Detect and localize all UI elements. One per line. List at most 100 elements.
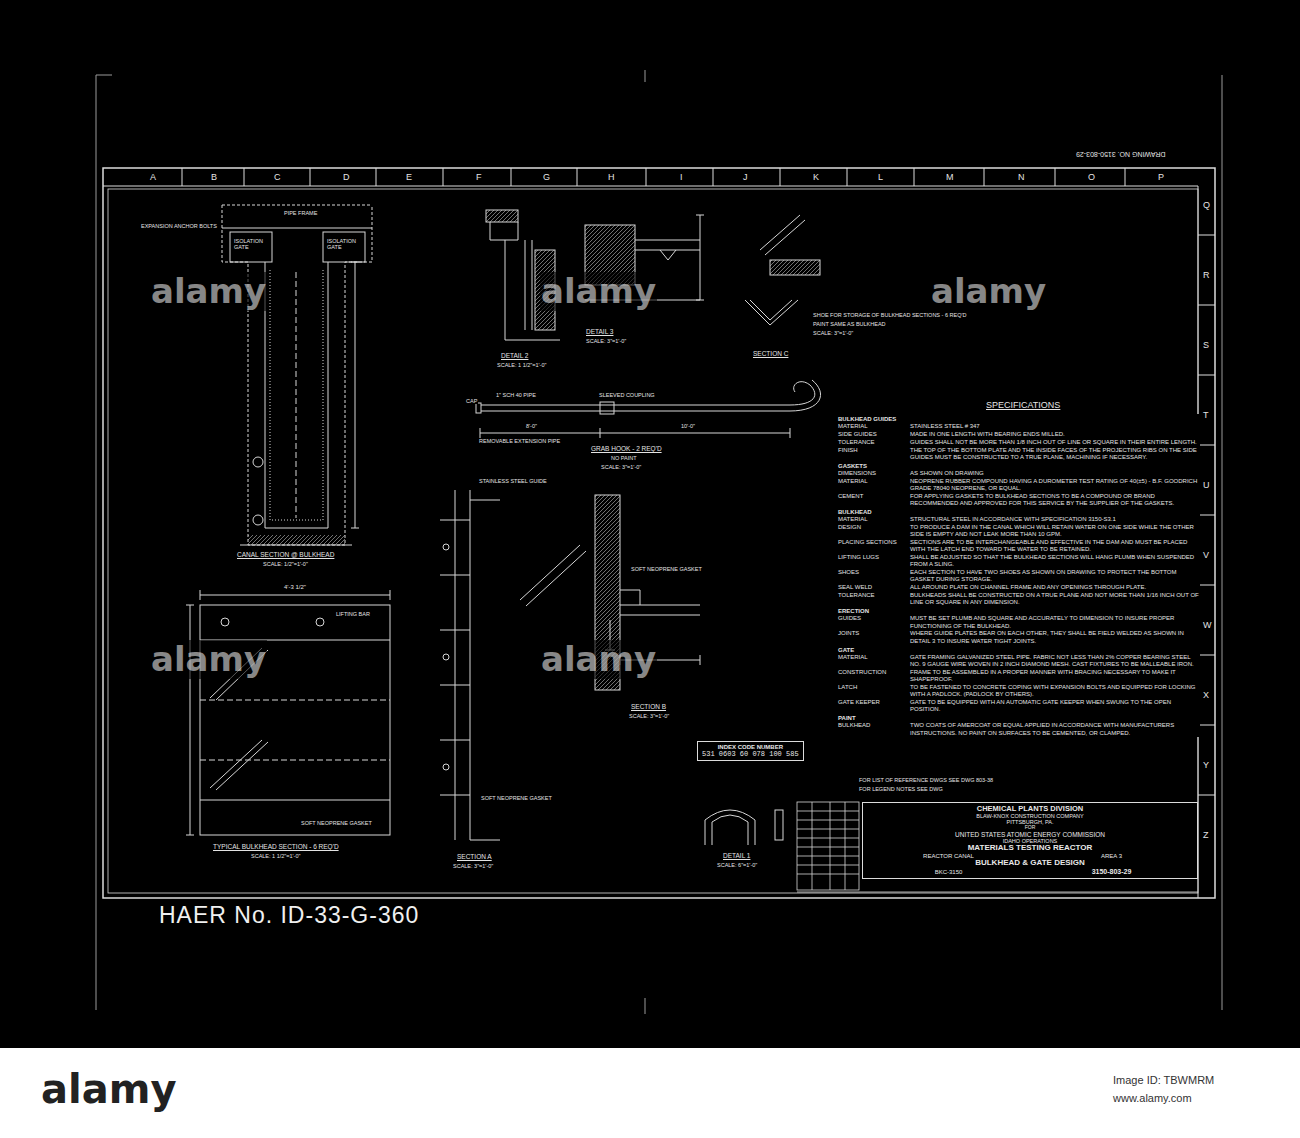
spec-key: JOINTS bbox=[838, 630, 910, 644]
grid-letter: J bbox=[742, 172, 749, 182]
grid-letter: G bbox=[542, 172, 551, 182]
bulkhead-section bbox=[186, 590, 390, 835]
callout-label: CAP bbox=[465, 398, 478, 404]
note: FOR LIST OF REFERENCE DWGS SEE DWG 803-3… bbox=[858, 777, 994, 783]
bulkhead-section bbox=[200, 800, 390, 801]
section-a-drawing bbox=[443, 764, 449, 770]
canal-section bbox=[253, 515, 263, 525]
scale-note: SCALE: 1/2"=1'-0" bbox=[262, 561, 309, 567]
bulkhead-section bbox=[316, 618, 324, 626]
grid-letter: H bbox=[607, 172, 616, 182]
section-b-drawing bbox=[620, 605, 700, 615]
title-text: UNITED STATES ATOMIC ENERGY COMMISSION bbox=[867, 831, 1193, 838]
canal-section bbox=[222, 205, 372, 545]
canal-section bbox=[222, 228, 372, 229]
credit-strip bbox=[0, 1048, 1300, 1138]
spec-text: FOR APPLYING GASKETS TO BULKHEAD SECTION… bbox=[910, 493, 1200, 507]
title-text: BLAW-KNOX CONSTRUCTION COMPANY bbox=[867, 813, 1193, 819]
scale-note: SCALE: 1 1/2"=1'-0" bbox=[250, 853, 301, 859]
bulkhead-section bbox=[200, 590, 390, 600]
spec-key: CEMENT bbox=[838, 493, 910, 507]
view-title: DETAIL 1 bbox=[722, 852, 751, 859]
spec-key: CONSTRUCTION bbox=[838, 669, 910, 683]
section-b-drawing bbox=[620, 590, 640, 605]
note: NO PAINT bbox=[610, 455, 638, 461]
spec-text: THE TOP OF THE BOTTOM PLATE AND THE INSI… bbox=[910, 447, 1200, 461]
grid-letter: U bbox=[1202, 480, 1211, 490]
grid-letter: Y bbox=[1202, 760, 1210, 770]
spec-text: WHERE GUIDE PLATES BEAR ON EACH OTHER, T… bbox=[910, 630, 1200, 644]
detail-2-drawing bbox=[505, 222, 518, 240]
spec-text: EACH SECTION TO HAVE TWO SHOES AS SHOWN … bbox=[910, 569, 1200, 583]
grid-letter: K bbox=[812, 172, 820, 182]
grid-letter: W bbox=[1202, 620, 1213, 630]
section-c-drawing bbox=[750, 300, 792, 320]
sheet-frame bbox=[103, 168, 1215, 898]
detail-3-drawing bbox=[635, 240, 700, 250]
grab-hook-drawing bbox=[790, 382, 815, 405]
archive-number: HAER No. ID-33-G-360 bbox=[158, 902, 420, 928]
detail-2-drawing bbox=[490, 222, 505, 340]
canal-section bbox=[230, 232, 272, 262]
dimension: 10'-0" bbox=[680, 423, 696, 429]
watermark: alamy bbox=[540, 640, 657, 679]
spec-key: SHOES bbox=[838, 569, 910, 583]
spec-key: LIFTING LUGS bbox=[838, 554, 910, 568]
view-title: SECTION B bbox=[630, 703, 667, 710]
watermark: alamy bbox=[540, 272, 657, 311]
section-c-drawing bbox=[770, 260, 820, 275]
watermark: alamy bbox=[150, 640, 267, 679]
section-a-drawing bbox=[443, 654, 449, 660]
spec-row: TOLERANCEBULKHEADS SHALL BE CONSTRUCTED … bbox=[838, 592, 1200, 606]
spec-row: MATERIALSTRUCTURAL STEEL IN ACCORDANCE W… bbox=[838, 516, 1200, 523]
grid-letter: Q bbox=[1202, 200, 1211, 210]
grid-letter: X bbox=[1202, 690, 1210, 700]
revision-table bbox=[797, 811, 859, 874]
spec-key: TOLERANCE bbox=[838, 592, 910, 606]
grid-letter: R bbox=[1202, 270, 1211, 280]
section-a-drawing bbox=[440, 520, 470, 795]
title-text: AREA 3 bbox=[1030, 853, 1193, 860]
callout-label: PIPE FRAME bbox=[283, 210, 318, 216]
note: FOR LEGEND NOTES SEE DWG bbox=[858, 786, 944, 792]
spec-key: MATERIAL bbox=[838, 516, 910, 523]
view-title: DETAIL 2 bbox=[500, 352, 529, 359]
canal-section bbox=[222, 205, 372, 206]
detail-1-drawing bbox=[705, 810, 755, 845]
callout-label: EXPANSION ANCHOR BOLTS bbox=[140, 223, 218, 229]
index-code-box: INDEX CODE NUMBER531 0603 60 078 100 585 bbox=[697, 741, 804, 761]
callout-label: 1" SCH 40 PIPE bbox=[495, 392, 537, 398]
grid-letter: D bbox=[342, 172, 351, 182]
spec-key: DIMENSIONS bbox=[838, 470, 910, 477]
grab-hook-drawing bbox=[600, 402, 614, 414]
detail-2-drawing bbox=[505, 340, 560, 341]
spec-row: GATE KEEPERGATE TO BE EQUIPPED WITH AN A… bbox=[838, 699, 1200, 713]
spec-row: SHOESEACH SECTION TO HAVE TWO SHOES AS S… bbox=[838, 569, 1200, 583]
scale-note: SCALE: 1 1/2"=1'-0" bbox=[496, 362, 547, 368]
canal-section bbox=[222, 205, 372, 545]
callout-label: SHOE FOR STORAGE OF BULKHEAD SECTIONS - … bbox=[812, 312, 967, 318]
spec-text: SECTIONS ARE TO BE INTERCHANGEABLE AND E… bbox=[910, 539, 1200, 553]
spec-heading: GASKETS bbox=[838, 463, 1200, 470]
spec-key: SEAL WELD bbox=[838, 584, 910, 591]
callout-label: STAINLESS STEEL GUIDE bbox=[478, 478, 548, 484]
spec-row: SEAL WELDALL AROUND PLATE ON CHANNEL FRA… bbox=[838, 584, 1200, 591]
spec-title: SPECIFICATIONS bbox=[985, 400, 1061, 410]
spec-row: LATCHTO BE FASTENED TO CONCRETE COPING W… bbox=[838, 684, 1200, 698]
spec-text: NEOPRENE RUBBER COMPOUND HAVING A DUROME… bbox=[910, 478, 1200, 492]
spec-text: MADE IN ONE LENGTH WITH BEARING ENDS MIL… bbox=[910, 431, 1200, 438]
grab-hook-drawing bbox=[476, 403, 481, 413]
scale-note: SCALE: 3"=1'-0" bbox=[452, 863, 494, 869]
spec-heading: ERECTION bbox=[838, 608, 1200, 615]
scale-note: SCALE: 3"=1'-0" bbox=[628, 713, 670, 719]
spec-text: FRAME TO BE ASSEMBLED IN A PROPER MANNER… bbox=[910, 669, 1200, 683]
detail-1-drawing bbox=[712, 815, 748, 845]
spec-key: PLACING SECTIONS bbox=[838, 539, 910, 553]
canal-section bbox=[265, 262, 328, 528]
callout-label: LIFTING BAR bbox=[335, 611, 371, 617]
grid-letter: Z bbox=[1202, 830, 1210, 840]
spec-heading: PAINT bbox=[838, 715, 1200, 722]
spec-row: JOINTSWHERE GUIDE PLATES BEAR ON EACH OT… bbox=[838, 630, 1200, 644]
title-text: 531 0603 60 078 100 585 bbox=[702, 751, 799, 759]
